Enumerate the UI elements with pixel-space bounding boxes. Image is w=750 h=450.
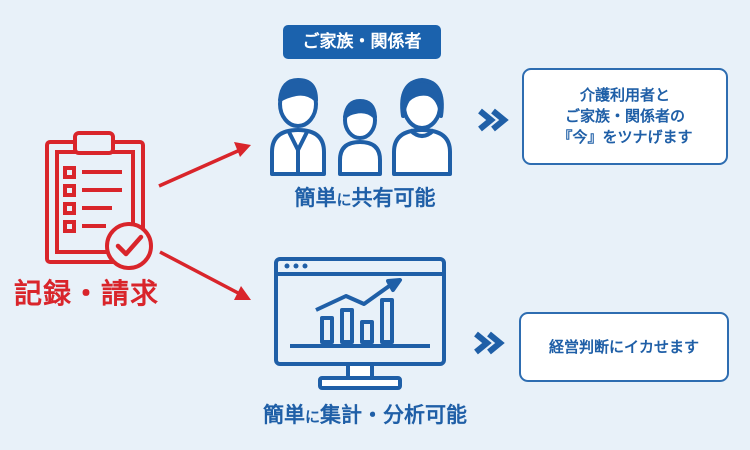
management-decision-box: 経営判断にイカせます [519, 312, 729, 382]
caption-particle: に [336, 191, 352, 209]
family-stakeholders-badge: ご家族・関係者 [283, 25, 441, 59]
monitor-chart-icon [274, 257, 446, 390]
caption-main: 簡単 [294, 186, 337, 210]
family-people-icon [270, 78, 452, 176]
connect-now-box: 介護利用者と ご家族・関係者の 『今』をツナげます [522, 68, 728, 165]
red-arrow-down [159, 250, 251, 300]
caption-rest: 集計・分析可能 [320, 403, 467, 427]
red-arrow-up [158, 142, 251, 188]
caption-rest: 共有可能 [351, 186, 436, 210]
caption-main: 簡単 [262, 403, 305, 427]
records-billing-label: 記録・請求 [14, 277, 160, 310]
double-chevron-right-icon [478, 108, 509, 132]
box-line: 『今』をツナげます [557, 128, 693, 146]
box-line: 経営判断にイカせます [548, 337, 699, 356]
box-line: 介護利用者と [579, 86, 670, 104]
clipboard-checklist-icon [45, 131, 153, 270]
double-chevron-right-icon [474, 331, 505, 355]
box-line: ご家族・関係者の [564, 107, 685, 125]
family-share-caption: 簡単に共有可能 [245, 182, 485, 212]
analysis-caption: 簡単に集計・分析可能 [230, 399, 500, 429]
caption-particle: に [304, 408, 320, 426]
